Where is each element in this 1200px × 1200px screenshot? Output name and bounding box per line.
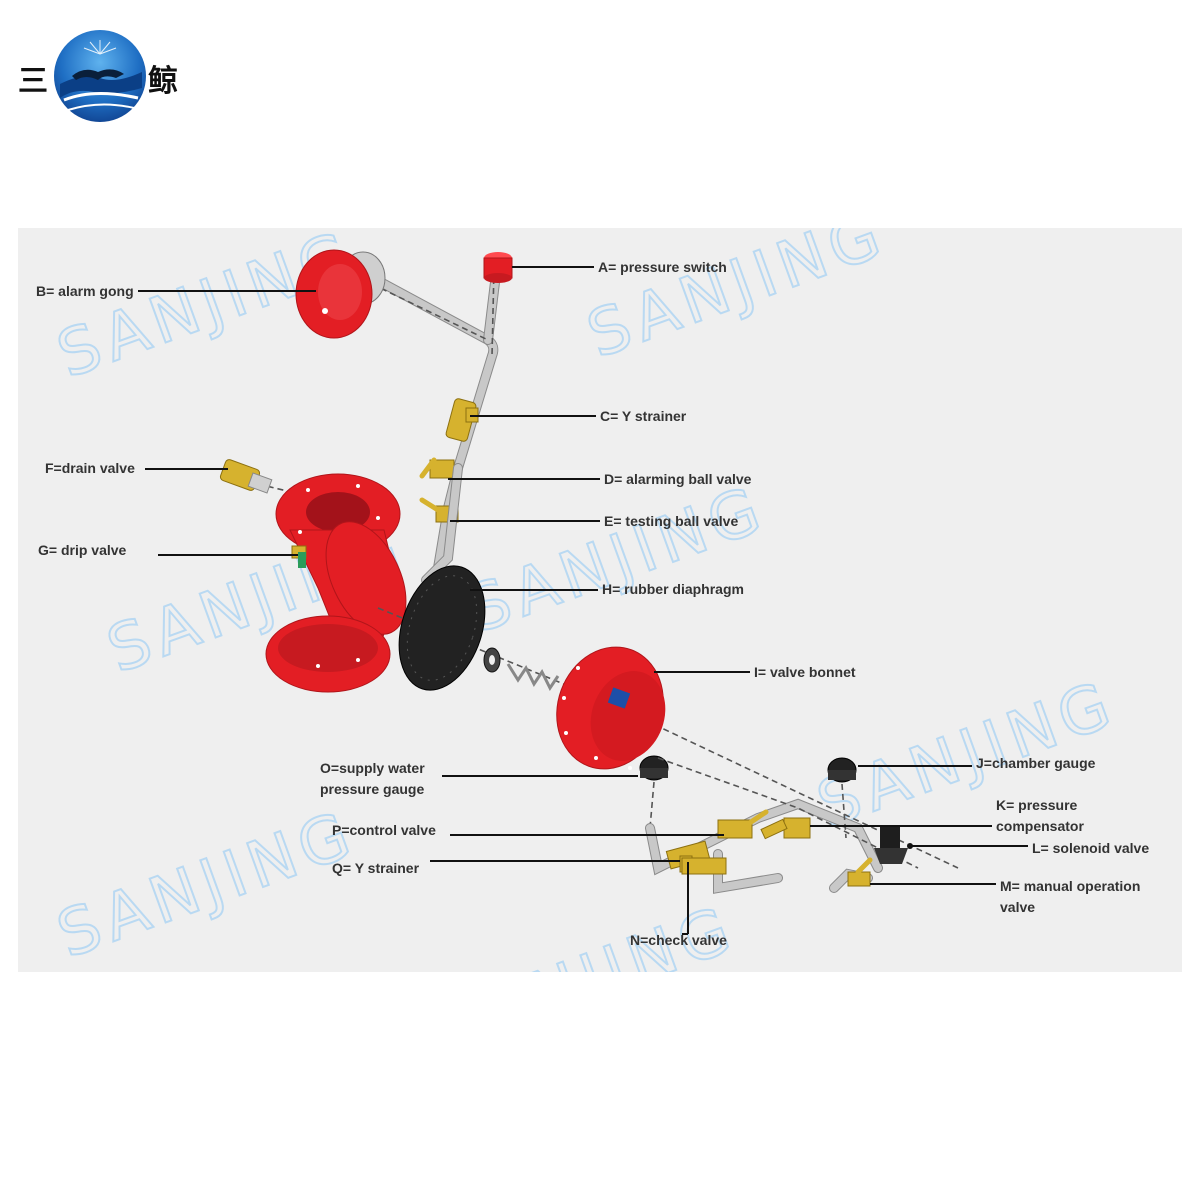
label-rubber-diaphragm: H= rubber diaphragm — [602, 581, 744, 597]
label-supply-gauge-line1: O=supply water — [320, 760, 425, 776]
label-pressure-compensator-line2: compensator — [996, 818, 1084, 834]
exploded-valve-diagram: SANJING SANJING SANJING SANJING SANJING … — [36, 228, 1149, 972]
solenoid-valve — [874, 826, 913, 864]
label-supply-gauge-line2: pressure gauge — [320, 781, 424, 797]
main-valve-body — [265, 473, 407, 693]
watermark-2: SANJING — [578, 228, 895, 373]
label-y-strainer-upper: C= Y strainer — [600, 408, 687, 424]
supply-water-pressure-gauge — [639, 755, 669, 829]
part-labels: B= alarm gong A= pressure switch C= Y st… — [36, 259, 1149, 948]
leader-n — [682, 862, 689, 935]
label-y-strainer-lower: Q= Y strainer — [332, 860, 420, 876]
label-pressure-compensator-line1: K= pressure — [996, 797, 1078, 813]
label-solenoid-valve: L= solenoid valve — [1032, 840, 1149, 856]
alarm-gong — [295, 249, 386, 339]
check-valve — [681, 857, 727, 875]
leader-lines — [138, 266, 1028, 935]
label-alarm-gong: B= alarm gong — [36, 283, 134, 299]
label-pressure-switch: A= pressure switch — [598, 259, 727, 275]
rubber-diaphragm — [398, 565, 486, 691]
brand-char-left: 三 — [18, 64, 48, 99]
watermark-4: SANJING — [458, 472, 775, 648]
pressure-compensator — [760, 817, 811, 840]
control-valve — [717, 809, 769, 839]
alarming-ball-valve — [419, 457, 455, 479]
label-drip-valve: G= drip valve — [38, 542, 127, 558]
label-manual-operation-line1: M= manual operation — [1000, 878, 1140, 894]
pressure-switch — [483, 252, 513, 283]
logo-emblem-icon — [54, 30, 146, 122]
brand-char-right: 鲸 — [148, 64, 178, 99]
label-drain-valve: F=drain valve — [45, 460, 135, 476]
chamber-gauge — [827, 757, 857, 839]
spring-assembly — [483, 647, 560, 691]
brand-logo: 三 鲸 — [16, 26, 186, 126]
manual-operation-valve — [829, 857, 873, 893]
label-testing-ball-valve: E= testing ball valve — [604, 513, 738, 529]
valve-bonnet — [556, 646, 666, 770]
label-alarming-ball-valve: D= alarming ball valve — [604, 471, 752, 487]
label-valve-bonnet: I= valve bonnet — [754, 664, 856, 680]
diagram-panel: SANJING SANJING SANJING SANJING SANJING … — [18, 228, 1182, 972]
label-check-valve: N=check valve — [630, 932, 727, 948]
watermark-6: SANJING — [48, 797, 365, 972]
label-manual-operation-line2: valve — [1000, 899, 1035, 915]
y-strainer-upper — [445, 398, 479, 442]
label-control-valve: P=control valve — [332, 822, 436, 838]
label-chamber-gauge: J=chamber gauge — [976, 755, 1096, 771]
axis-chain — [377, 607, 959, 869]
